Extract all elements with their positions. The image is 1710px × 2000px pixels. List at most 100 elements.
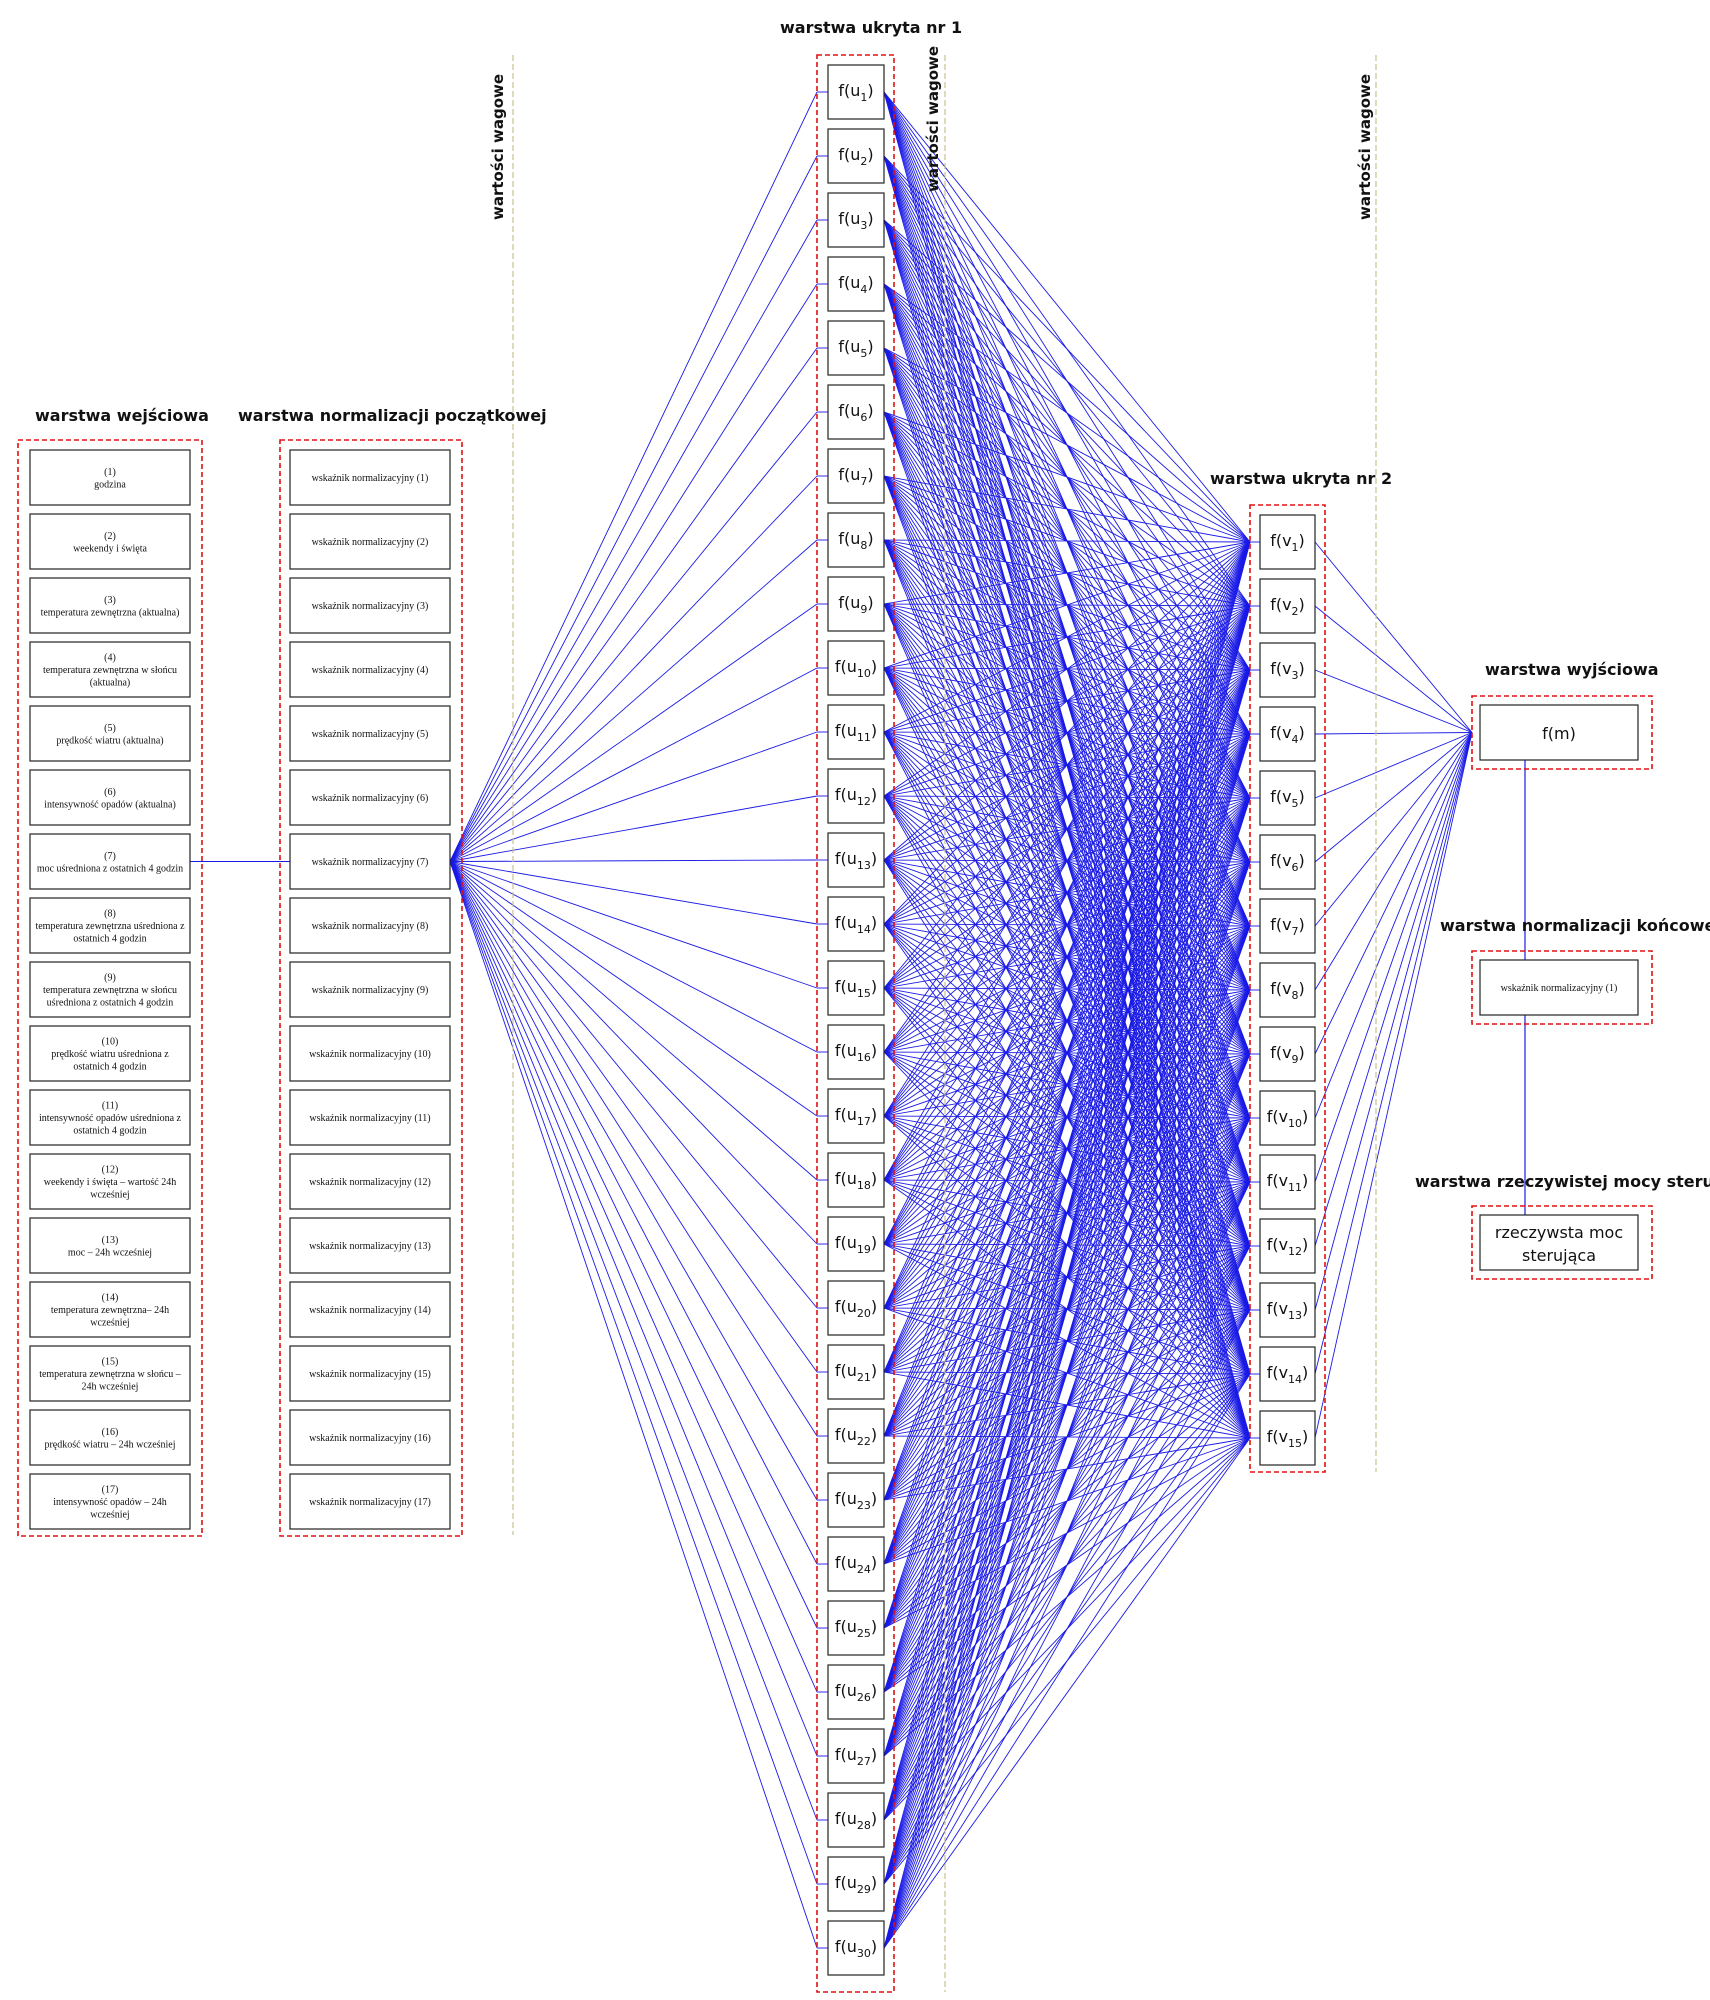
- input-number: (8): [104, 909, 116, 920]
- norm-start-label: wskaźnik normalizacyjny (13): [309, 1241, 431, 1252]
- hidden2-neuron: f(v10): [1259, 1090, 1316, 1146]
- hidden2-neuron-label: f(v14): [1267, 1363, 1309, 1386]
- hidden1-neuron: f(u2): [827, 128, 885, 184]
- hidden1-to-hidden2-connection: [883, 541, 1251, 1501]
- hidden2-neuron: f(v11): [1259, 1154, 1316, 1210]
- title-norm-start-layer: warstwa normalizacji początkowej: [238, 406, 547, 425]
- norm-start-box: wskaźnik normalizacyjny (15): [289, 1345, 451, 1402]
- norm-to-hidden1-connection: [449, 861, 818, 1117]
- input-label: temperatura zewnętrzna w słońcu: [43, 985, 177, 996]
- hidden1-neuron-label: f(u25): [835, 1617, 877, 1640]
- hidden1-to-hidden2-connection: [883, 541, 1251, 1693]
- input-label: temperatura zewnętrzna– 24h: [51, 1305, 169, 1316]
- hidden1-to-hidden2-connection: [883, 797, 1251, 1949]
- real-power-layer-group: [1471, 1205, 1653, 1280]
- hidden2-neuron-label: f(v6): [1270, 851, 1305, 874]
- hidden1-neuron: f(u27): [827, 1728, 885, 1784]
- norm-start-box: wskaźnik normalizacyjny (11): [289, 1089, 451, 1146]
- norm-start-label: wskaźnik normalizacyjny (1): [312, 473, 429, 484]
- input-label: prędkość wiatru uśredniona z: [51, 1049, 169, 1060]
- real-power-line-2: sterująca: [1522, 1246, 1596, 1265]
- hidden1-layer-group: [816, 54, 895, 1993]
- hidden2-to-output-connection: [1314, 669, 1473, 733]
- input-box: (3)temperatura zewnętrzna (aktualna): [29, 577, 191, 634]
- input-box: (15)temperatura zewnętrzna w słońcu –24h…: [29, 1345, 191, 1402]
- norm-start-box: wskaźnik normalizacyjny (13): [289, 1217, 451, 1274]
- hidden1-neuron-label: f(u21): [835, 1361, 877, 1384]
- hidden2-neuron: f(v9): [1259, 1026, 1316, 1082]
- title-output-layer: warstwa wyjściowa: [1485, 660, 1659, 679]
- norm-to-hidden1-connection: [449, 91, 818, 862]
- title-norm-end-layer: warstwa normalizacji końcowej: [1440, 916, 1710, 935]
- input-number: (3): [104, 595, 116, 606]
- hidden2-to-output-connection: [1314, 732, 1473, 799]
- hidden1-neuron: f(u4): [827, 256, 885, 312]
- real-power-node: rzeczywsta moc sterująca: [1479, 1214, 1639, 1271]
- norm-start-label: wskaźnik normalizacyjny (11): [309, 1113, 430, 1124]
- hidden1-neuron-label: f(u16): [835, 1041, 877, 1064]
- hidden1-neuron: f(u28): [827, 1792, 885, 1848]
- norm-start-box: wskaźnik normalizacyjny (3): [289, 577, 451, 634]
- hidden1-to-hidden2-connection: [883, 541, 1251, 1373]
- norm-to-hidden1-connection: [449, 603, 818, 862]
- norm-to-hidden1-connection: [449, 861, 818, 1181]
- hidden2-neuron: f(v1): [1259, 514, 1316, 570]
- norm-start-box: wskaźnik normalizacyjny (4): [289, 641, 451, 698]
- hidden1-neuron: f(u23): [827, 1472, 885, 1528]
- hidden1-to-hidden2-connection: [883, 1117, 1251, 1949]
- input-label: ostatnich 4 godzin: [73, 1062, 146, 1073]
- input-box: (8)temperatura zewnętrzna uśredniona zos…: [29, 897, 191, 954]
- hidden1-to-hidden2-connection: [883, 925, 1251, 1949]
- input-box: (12)weekendy i święta – wartość 24hwcześ…: [29, 1153, 191, 1210]
- hidden2-neuron-label: f(v3): [1270, 659, 1305, 682]
- hidden1-layer: f(u1)f(u2)f(u3)f(u4)f(u5)f(u6)f(u7)f(u8)…: [827, 64, 885, 1976]
- hidden2-neuron-label: f(v11): [1267, 1171, 1309, 1194]
- norm-to-hidden1-connection: [449, 861, 818, 1373]
- hidden2-neuron-label: f(v1): [1270, 531, 1305, 554]
- hidden2-neuron: f(v7): [1259, 898, 1316, 954]
- norm-to-hidden1-connection: [449, 283, 818, 862]
- input-label: ostatnich 4 godzin: [73, 1126, 146, 1137]
- norm-to-hidden1-connection: [449, 861, 818, 1309]
- hidden2-to-output-connection: [1314, 732, 1473, 735]
- norm-to-hidden1-connection: [449, 861, 818, 1629]
- hidden1-neuron: f(u12): [827, 768, 885, 824]
- input-layer: (1)godzina(2)weekendy i święta(3)tempera…: [29, 449, 191, 1530]
- hidden1-to-hidden2-connection: [883, 733, 1251, 1949]
- input-number: (6): [104, 787, 116, 798]
- norm-to-hidden1-connection: [449, 667, 818, 862]
- norm-start-box: wskaźnik normalizacyjny (2): [289, 513, 451, 570]
- norm-to-hidden1-connection: [449, 795, 818, 862]
- norm-start-layer-group: [279, 439, 463, 1537]
- title-real-power-layer: warstwa rzeczywistej mocy sterującej: [1415, 1172, 1710, 1191]
- norm-to-hidden1-connection: [449, 347, 818, 862]
- input-box: (2)weekendy i święta: [29, 513, 191, 570]
- hidden2-neuron: f(v13): [1259, 1282, 1316, 1338]
- weight-separators: [512, 55, 1377, 1992]
- hidden2-neuron-label: f(v2): [1270, 595, 1305, 618]
- hidden2-to-output-connection: [1314, 732, 1473, 1247]
- input-box: (16)prędkość wiatru – 24h wcześniej: [29, 1409, 191, 1466]
- hidden1-to-hidden2-connection: [883, 539, 1251, 543]
- hidden1-neuron-label: f(u6): [838, 401, 873, 424]
- norm-start-box: wskaźnik normalizacyjny (12): [289, 1153, 451, 1210]
- input-label: intensywność opadów – 24h: [53, 1497, 167, 1508]
- hidden1-neuron: f(u29): [827, 1856, 885, 1912]
- hidden1-neuron-label: f(u10): [835, 657, 877, 680]
- hidden1-neuron-label: f(u8): [838, 529, 873, 552]
- hidden1-to-hidden2-connection: [883, 1053, 1251, 1949]
- input-number: (10): [102, 1037, 119, 1048]
- hidden1-to-hidden2-connection: [883, 411, 1251, 543]
- output-node: f(m): [1479, 704, 1639, 761]
- hidden2-neuron: f(v5): [1259, 770, 1316, 826]
- hidden1-to-hidden2-connection: [883, 541, 1251, 797]
- norm-to-hidden1-connection: [449, 861, 818, 1949]
- hidden2-neuron: f(v12): [1259, 1218, 1316, 1274]
- hidden1-neuron: f(u6): [827, 384, 885, 440]
- norm-to-hidden1-connection: [449, 861, 818, 1821]
- norm-start-label: wskaźnik normalizacyjny (7): [312, 857, 429, 868]
- hidden1-neuron-label: f(u23): [835, 1489, 877, 1512]
- hidden1-neuron: f(u16): [827, 1024, 885, 1080]
- hidden1-neuron: f(u15): [827, 960, 885, 1016]
